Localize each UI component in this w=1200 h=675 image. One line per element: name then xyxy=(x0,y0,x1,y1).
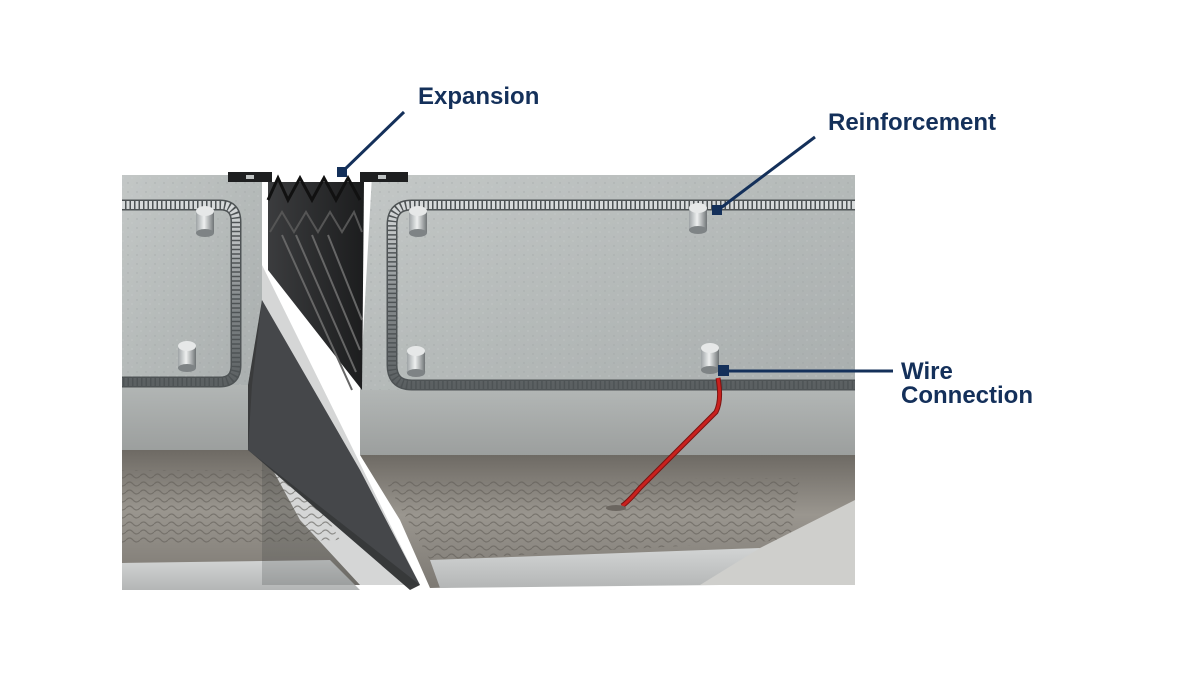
left-rebar-loop xyxy=(122,199,242,388)
reinforcement-label: Reinforcement xyxy=(828,109,997,136)
expansion-leader xyxy=(340,110,406,174)
reinforcement-pointer xyxy=(712,205,722,215)
anchor-stud xyxy=(701,343,719,374)
right-rebar-loop xyxy=(386,199,855,391)
wire-connection-label: Wire Connection xyxy=(901,360,1033,408)
callout-leaders xyxy=(337,110,893,376)
expansion-seal xyxy=(228,172,408,391)
anchor-studs xyxy=(178,203,719,377)
expansion-pointer xyxy=(337,167,347,177)
left-joint-face xyxy=(248,265,420,590)
wire-connection-label-line1: Wire xyxy=(901,358,953,385)
anchor-stud xyxy=(407,346,425,377)
expansion-label: Expansion xyxy=(418,83,540,110)
anchor-stud xyxy=(409,206,427,237)
anchor-stud xyxy=(178,341,196,372)
wire-connection-pointer xyxy=(718,365,729,376)
reinforcement-leader xyxy=(717,135,816,212)
anchor-stud xyxy=(196,206,214,237)
wire-connection-label-line2: Connection xyxy=(901,382,1033,409)
anchor-stud xyxy=(689,203,707,234)
left-concrete-block xyxy=(122,175,360,590)
right-concrete-block xyxy=(360,175,855,588)
red-wire xyxy=(606,377,723,511)
